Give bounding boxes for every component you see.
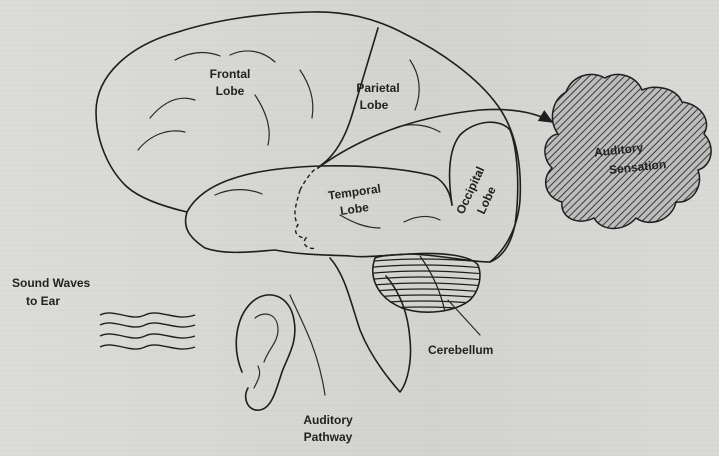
cerebellum-label: Cerebellum: [428, 343, 493, 357]
sound-waves-label-1: Sound Waves: [12, 276, 91, 290]
brainstem: [330, 258, 411, 392]
sound-waves-icon: [100, 313, 195, 349]
ear-icon: [236, 295, 295, 410]
parietal-lobe-label-1: Parietal: [356, 81, 399, 95]
temporal-lobe-label-2: Lobe: [339, 200, 370, 218]
lateral-fissure: [187, 166, 452, 212]
cerebrum-outline: [96, 12, 520, 262]
auditory-pathway-line: [290, 295, 325, 395]
auditory-pathway-label-1: Auditory: [303, 413, 353, 427]
cerebellum-icon: [365, 253, 485, 335]
temporal-lobe-label-1: Temporal: [327, 181, 382, 202]
sound-waves-label-2: to Ear: [26, 294, 60, 308]
frontal-lobe-label-1: Frontal: [210, 67, 251, 81]
parietal-lobe-label-2: Lobe: [360, 98, 389, 112]
auditory-cortex-dashed: [295, 190, 316, 248]
cerebellum-leader: [448, 300, 480, 335]
frontal-lobe-label-2: Lobe: [216, 84, 245, 98]
central-sulcus: [320, 28, 378, 166]
auditory-pathway-label-2: Pathway: [304, 430, 353, 444]
